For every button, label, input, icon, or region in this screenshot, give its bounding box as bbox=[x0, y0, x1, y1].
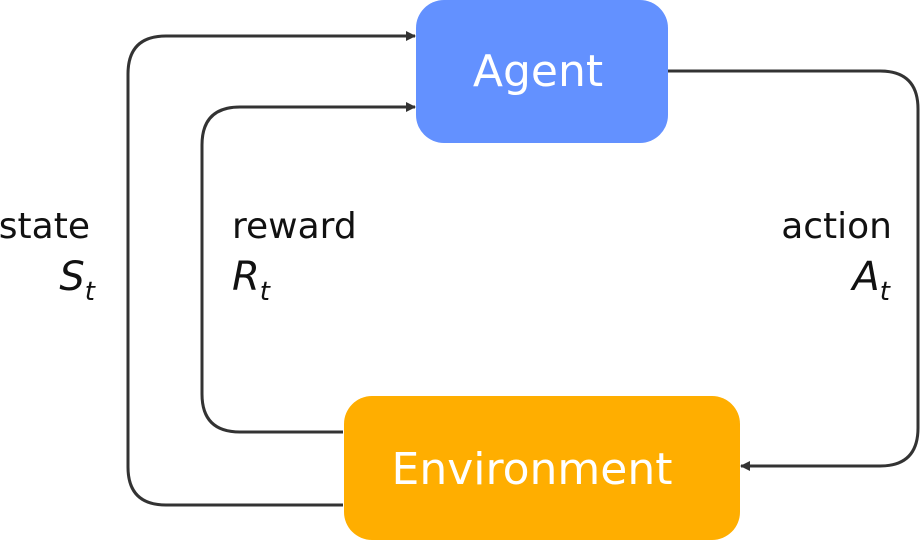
agent-label: Agent bbox=[473, 46, 603, 97]
state-symbol-letter: S bbox=[59, 254, 84, 300]
state-symbol: St bbox=[59, 254, 95, 307]
environment-box bbox=[344, 396, 740, 540]
action-symbol: At bbox=[849, 254, 890, 307]
environment-label: Environment bbox=[392, 444, 673, 495]
state-label: state bbox=[0, 206, 90, 247]
state-symbol-subscript: t bbox=[85, 277, 96, 307]
agent-box bbox=[416, 0, 668, 143]
environment-node: Environment bbox=[344, 396, 740, 540]
reward-label: reward bbox=[232, 206, 357, 247]
reward-symbol-letter: R bbox=[232, 254, 260, 300]
action-label: action bbox=[781, 206, 892, 247]
reward-symbol-subscript: t bbox=[260, 277, 271, 307]
action-arrow bbox=[668, 69, 920, 471]
reward-arrow bbox=[200, 102, 416, 434]
state-arrow bbox=[126, 31, 416, 507]
action-symbol-subscript: t bbox=[880, 277, 891, 307]
action-symbol-letter: A bbox=[849, 254, 879, 300]
agent-node: Agent bbox=[416, 0, 668, 143]
reward-symbol: Rt bbox=[232, 254, 271, 307]
